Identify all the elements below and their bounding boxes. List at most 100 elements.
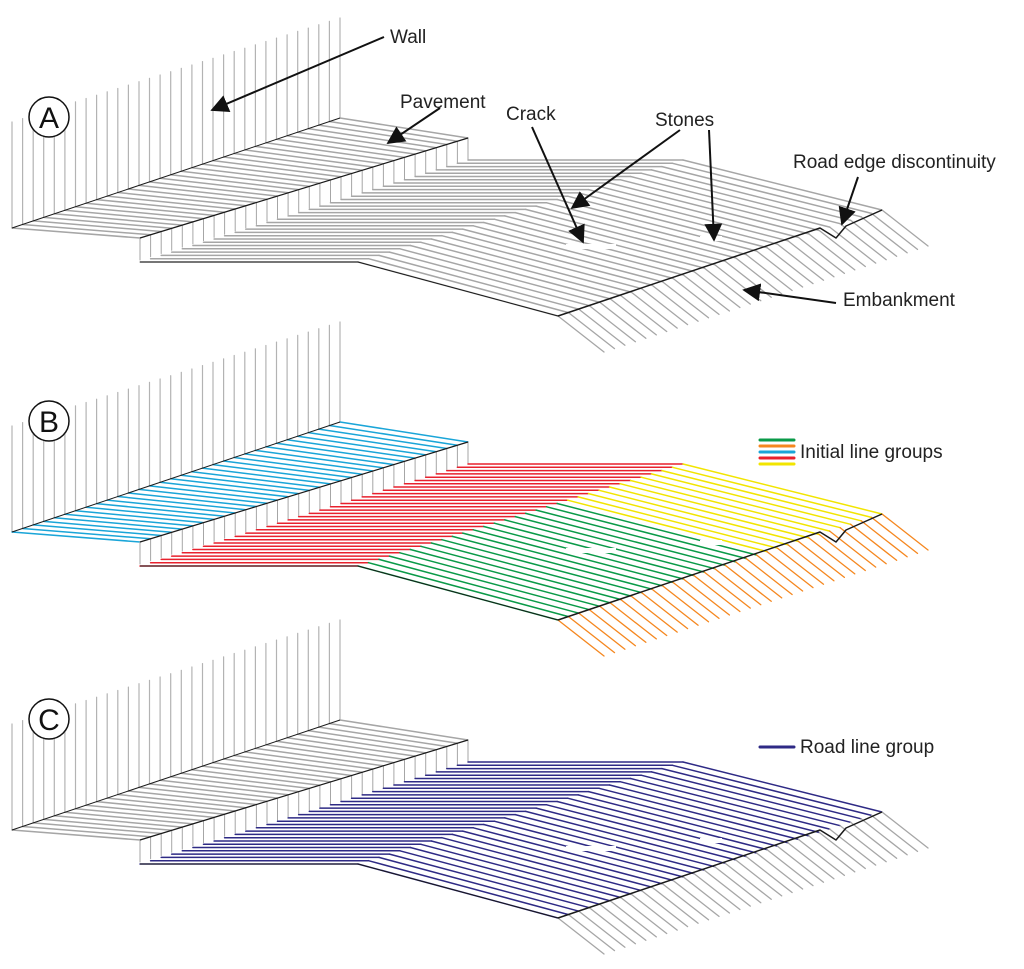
pavement-line — [296, 733, 427, 754]
panel-b-letter: B — [28, 400, 70, 442]
road-line — [472, 827, 674, 882]
road-line — [650, 169, 852, 222]
embankment-line — [620, 896, 668, 935]
road-line — [388, 555, 591, 611]
pavement-line — [138, 488, 268, 505]
embankment-line — [630, 291, 678, 329]
pavement-line — [222, 156, 353, 175]
pavement-line — [159, 177, 289, 194]
road-line — [420, 241, 622, 297]
pavement-line — [169, 776, 300, 793]
panel-a-letter-text: A — [39, 102, 59, 135]
embankment-line — [693, 270, 741, 309]
embankment-line — [714, 866, 762, 904]
pavement-line — [53, 815, 184, 828]
pavement-line — [117, 495, 247, 511]
road-edge — [557, 209, 883, 317]
pavement-line — [233, 456, 363, 476]
embankment-line — [609, 900, 657, 938]
embankment-line — [849, 219, 898, 257]
embankment-line — [755, 852, 804, 890]
pavement-line — [64, 811, 194, 825]
pavement-line — [296, 435, 427, 456]
road-line — [650, 473, 852, 526]
pavement-line — [339, 421, 469, 443]
pavement-line — [159, 481, 289, 498]
embankment-line — [703, 571, 751, 609]
pavement-line — [275, 138, 406, 159]
embankment-line — [578, 910, 626, 948]
embankment-line — [829, 828, 877, 866]
embankment-line — [714, 264, 762, 302]
pavement-line — [201, 163, 332, 181]
embankment-line — [839, 223, 887, 261]
pavement-line — [222, 758, 353, 777]
road-near-edge — [140, 261, 559, 317]
embankment-line — [703, 267, 751, 305]
pavement-line — [85, 804, 215, 819]
pavement-line — [212, 463, 342, 482]
embankment-line — [557, 315, 605, 353]
pavement-line — [11, 531, 141, 543]
panel-c-letter: C — [28, 698, 70, 740]
embankment-line — [735, 257, 783, 295]
pavement-line — [95, 198, 226, 213]
road-line — [661, 165, 862, 218]
road-line — [545, 202, 747, 256]
road-line — [462, 228, 664, 283]
embankment-line — [797, 540, 846, 579]
pavement-line — [265, 446, 395, 466]
road-line — [399, 850, 601, 906]
embankment-line — [766, 848, 814, 887]
embankment-line — [870, 516, 919, 555]
road-line — [650, 771, 852, 824]
road-line — [378, 856, 580, 912]
road-line — [462, 532, 664, 587]
embankment-line — [693, 872, 741, 911]
road-line — [441, 836, 643, 892]
pavement-line — [265, 744, 395, 764]
road-line — [420, 843, 622, 899]
road-line — [556, 800, 758, 854]
wall-base-edge — [11, 719, 341, 831]
road-line — [451, 535, 653, 590]
pavement-line — [74, 205, 205, 220]
embankment-line — [630, 595, 678, 633]
road-line — [640, 172, 841, 225]
pavement-line — [233, 754, 363, 774]
pavement-line — [212, 159, 342, 178]
embankment-line — [766, 246, 814, 285]
pavement-line — [275, 740, 406, 761]
pavement-line — [286, 134, 416, 155]
embankment-line — [818, 229, 866, 268]
pavement-line — [339, 117, 469, 139]
pavement-line — [53, 517, 184, 530]
pavement-line — [244, 751, 374, 770]
road-line — [462, 830, 664, 885]
pavement-line — [85, 506, 215, 521]
road-line — [640, 476, 841, 529]
pavement-line — [307, 431, 438, 453]
road-line — [504, 817, 706, 871]
road-line — [367, 561, 570, 618]
embankment-line — [849, 523, 898, 561]
wall-base-edge — [11, 421, 341, 533]
road-line — [682, 463, 883, 515]
road-line — [409, 244, 612, 300]
pavement-line — [127, 492, 258, 508]
road-line — [388, 251, 591, 307]
road-line — [535, 509, 737, 563]
pavement-line — [180, 170, 311, 188]
road-line — [629, 175, 831, 228]
road-line — [587, 790, 789, 844]
road-line — [420, 545, 622, 601]
road-line — [661, 469, 862, 522]
panel-a-lines — [11, 17, 929, 353]
pavement-line — [74, 807, 205, 822]
embankment-line — [640, 287, 689, 326]
road-line — [661, 767, 862, 820]
road-line — [545, 804, 747, 858]
panel-b-letter-text: B — [39, 406, 59, 439]
pavement-line — [53, 213, 184, 226]
road-line — [388, 853, 591, 909]
